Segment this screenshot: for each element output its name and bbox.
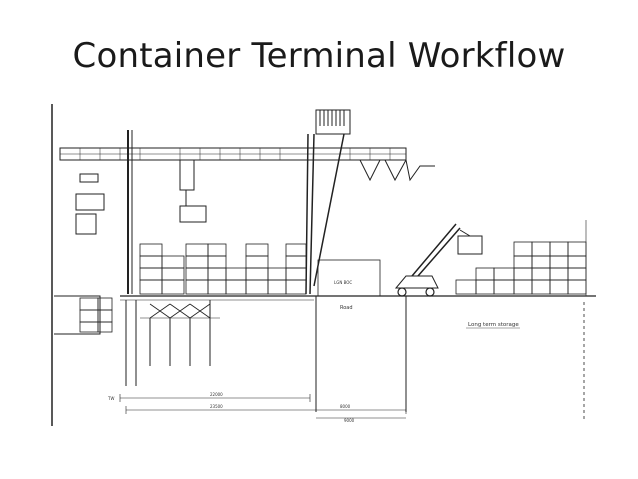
reach-stacker	[394, 223, 483, 297]
boom-tip	[359, 159, 435, 182]
dimension-road-sub: 9000	[344, 418, 355, 423]
stacker-boom	[411, 223, 461, 277]
crane-right-leg	[305, 133, 345, 295]
stacker-wheel-rear	[425, 287, 435, 297]
quay-bracing	[149, 303, 211, 319]
road-box-label: LGN BOC	[334, 280, 352, 285]
stacker-wheel-front	[397, 287, 407, 297]
spreader	[179, 205, 207, 223]
dimension-upper: 22000	[210, 392, 223, 397]
boom-lattice	[79, 148, 391, 160]
road-box	[317, 259, 381, 297]
left-trolley	[79, 173, 99, 183]
dimension-lower: 23500	[210, 404, 223, 409]
quay-structure	[54, 295, 596, 386]
gantry-crane	[59, 109, 435, 295]
container-stack-crane	[139, 243, 307, 295]
dimension-lines	[119, 394, 407, 419]
storage-stack	[455, 241, 587, 295]
stacker-body	[394, 275, 439, 289]
crane-cab-hatch	[319, 110, 345, 126]
quay-piles	[125, 300, 211, 386]
vessel-hull	[54, 295, 101, 335]
terminal-diagram-svg: LGN BOC Road Long term storage	[51, 104, 596, 426]
long-term-storage-label: Long term storage	[468, 322, 519, 328]
road-section: LGN BOC Road	[315, 259, 407, 412]
left-mark: TW	[107, 396, 114, 401]
vessel-containers	[79, 297, 113, 333]
road-label: Road	[340, 305, 353, 311]
crane-cab	[315, 109, 351, 135]
dimension-road: 8000	[340, 404, 351, 409]
terminal-diagram: LGN BOC Road Long term storage	[40, 96, 600, 434]
page-title: Container Terminal Workflow	[72, 36, 566, 76]
trolley	[179, 159, 195, 191]
stacker-spreader	[457, 235, 483, 255]
